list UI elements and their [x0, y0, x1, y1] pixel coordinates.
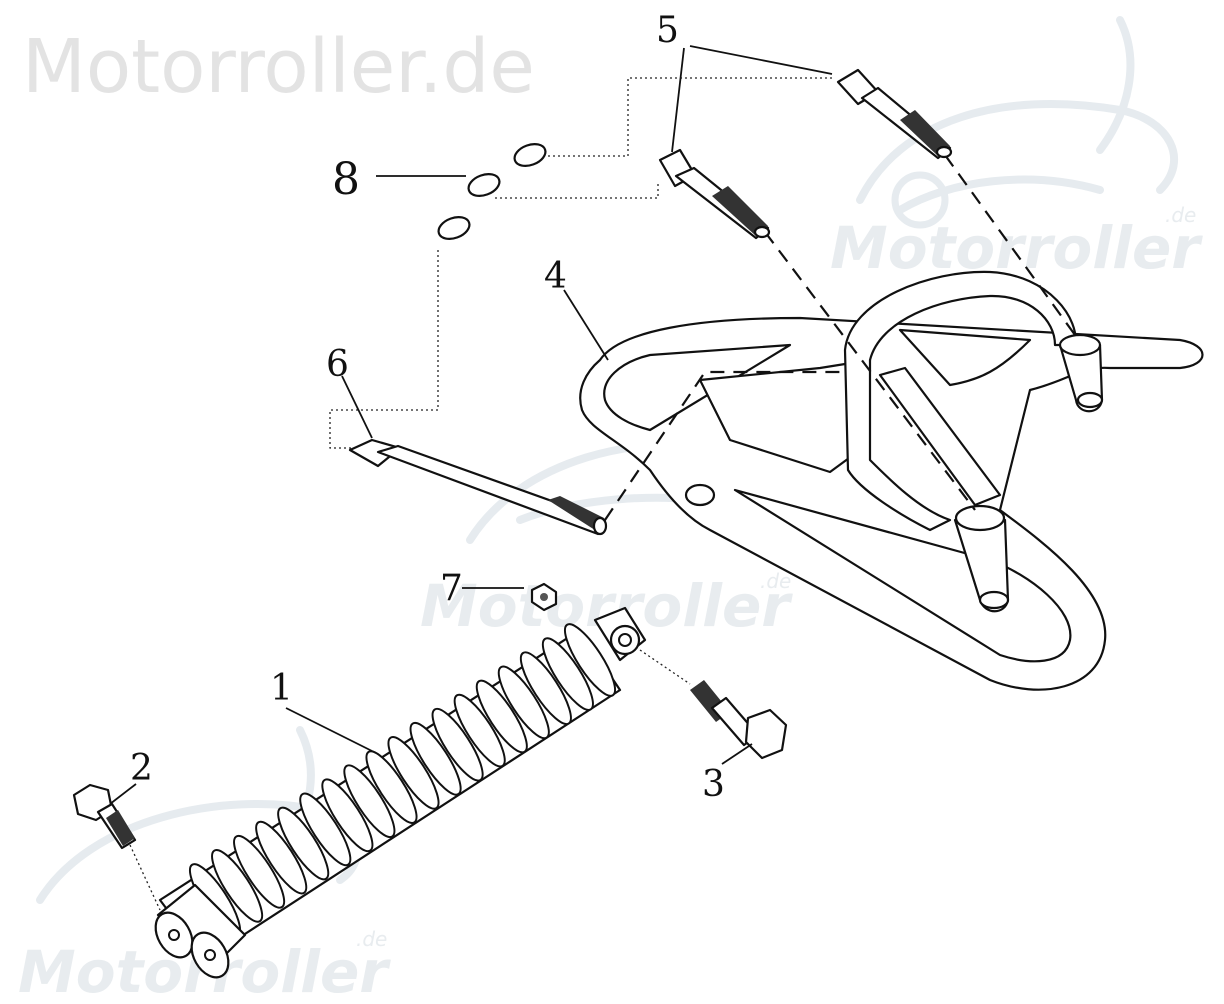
spring-coil	[431, 707, 484, 782]
spring-coil	[211, 849, 264, 923]
callout-4: 4	[544, 256, 567, 297]
hex-nut	[530, 582, 558, 612]
rear-shock-absorber	[154, 606, 647, 979]
watermark-de-bottom: .de	[356, 927, 387, 951]
watermark-scooter-top-right	[856, 16, 1179, 229]
callout-2: 2	[130, 748, 153, 789]
spring-coil	[233, 834, 286, 909]
callout-7: 7	[440, 568, 463, 609]
callout-8: 8	[332, 154, 360, 205]
leader-5b	[671, 47, 685, 153]
spring-coil	[497, 665, 550, 740]
spring-coil	[453, 693, 506, 768]
leader-1	[285, 707, 379, 755]
upper-shock-bolt	[690, 680, 788, 760]
rear-carrier-rack	[579, 270, 1204, 691]
leader-4	[563, 289, 609, 361]
callout-3: 3	[702, 764, 725, 805]
rack-bolt-left	[658, 148, 771, 240]
spring-coil	[475, 679, 528, 754]
spring-coil	[564, 623, 616, 697]
watermark-logo-top: Motorroller	[830, 214, 1203, 282]
callout-6: 6	[326, 344, 349, 385]
spring-coil	[255, 820, 308, 895]
spring-coil	[321, 778, 374, 853]
watermark-de-center: .de	[760, 569, 791, 593]
spring-coil	[541, 637, 594, 711]
spring-coil	[299, 792, 352, 867]
watermark-site: Motorroller.de	[22, 24, 535, 110]
spring-coil	[409, 721, 462, 796]
lower-shock-bolt	[72, 783, 137, 850]
leader-2	[109, 783, 137, 805]
rack-bolt-right	[836, 68, 953, 160]
long-axle-bolt	[348, 438, 608, 536]
callout-5: 5	[656, 10, 679, 51]
cover-caps	[437, 143, 547, 240]
spring-coil	[277, 806, 330, 881]
spring-coil	[343, 764, 396, 839]
assembly-dash-lines	[604, 154, 1076, 521]
spring-coil	[519, 651, 572, 726]
cap-leader-dotted-lines	[329, 77, 832, 449]
leader-6	[341, 375, 373, 439]
spring-coil	[365, 750, 418, 824]
watermark-de-top: .de	[1165, 203, 1196, 227]
spring-coil	[387, 736, 440, 810]
callout-leaders	[109, 45, 833, 805]
leader-3	[721, 743, 753, 765]
leader-5a	[689, 45, 833, 75]
callout-1: 1	[270, 668, 293, 709]
